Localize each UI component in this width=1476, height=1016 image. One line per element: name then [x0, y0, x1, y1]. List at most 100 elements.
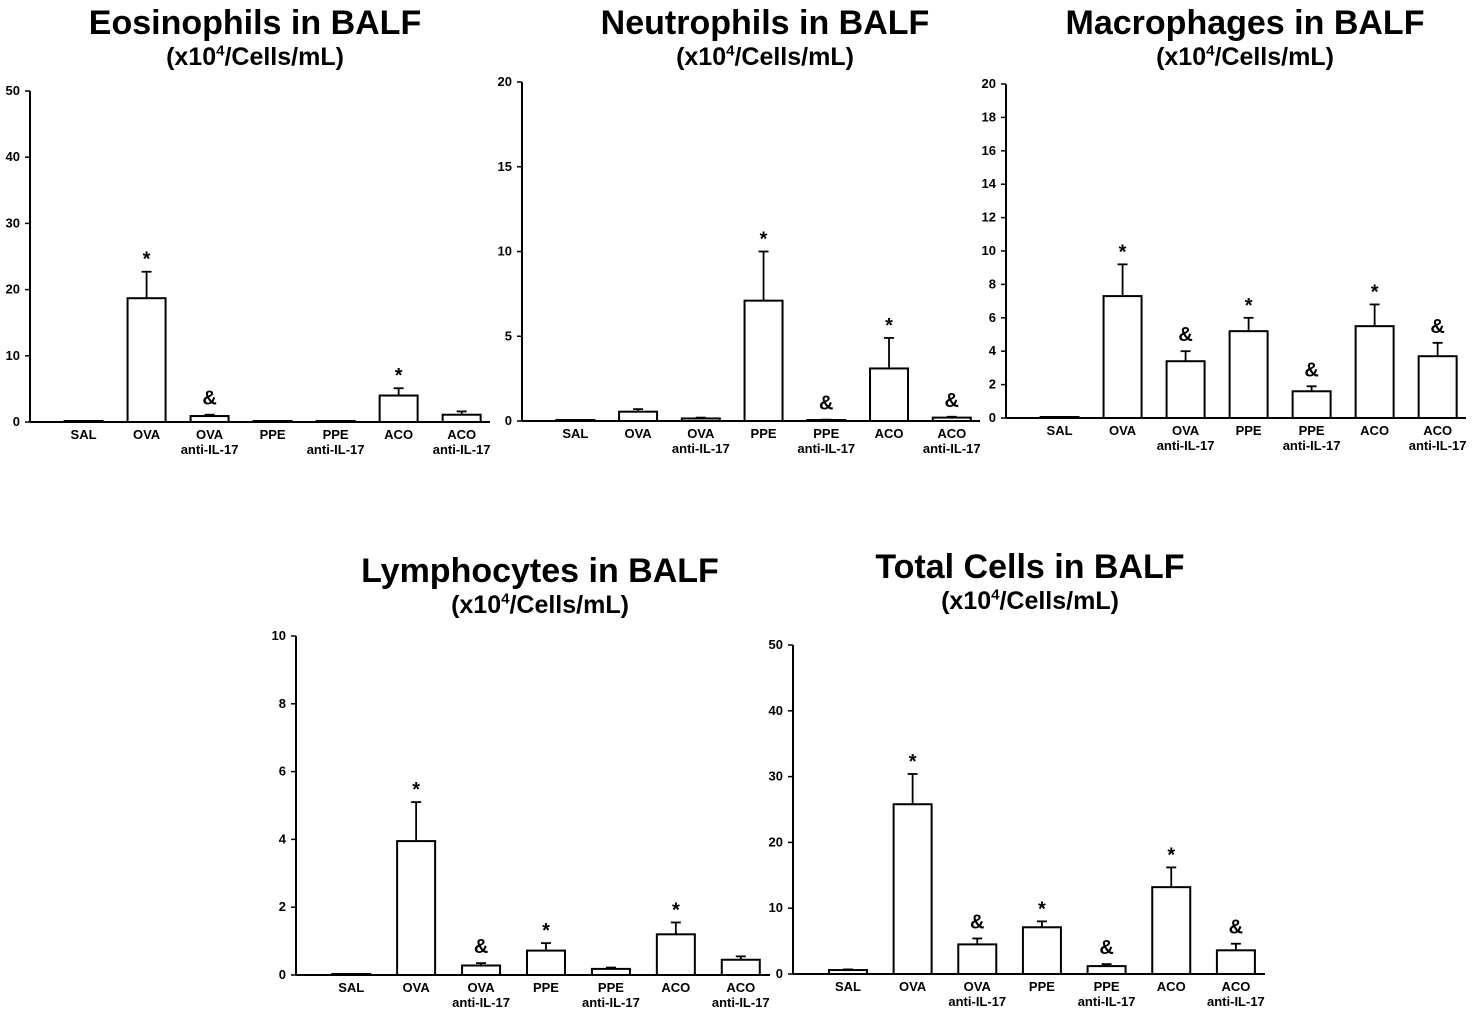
bar [957, 943, 998, 976]
bar [827, 969, 868, 976]
chart-subtitle: (x104/Cells/mL) [451, 590, 629, 619]
significance-ampersand: & [1430, 316, 1444, 338]
y-tick-label: 50 [6, 83, 20, 98]
category-label: ACO [937, 426, 966, 441]
category-label: anti-IL-17 [582, 995, 640, 1010]
category-label: ACO [1157, 979, 1186, 994]
bar [1102, 295, 1143, 419]
category-label: ACO [1221, 979, 1250, 994]
category-label: anti-IL-17 [1078, 994, 1136, 1009]
category-label: SAL [835, 979, 861, 994]
significance-asterisk: * [412, 779, 420, 801]
y-tick-label: 14 [982, 176, 997, 191]
y-tick-label: 16 [982, 143, 996, 158]
y-tick-label: 8 [989, 276, 996, 291]
significance-asterisk: * [395, 365, 403, 387]
category-label: anti-IL-17 [433, 442, 491, 457]
y-tick-label: 4 [989, 343, 997, 358]
y-tick-label: 30 [6, 215, 20, 230]
chart-subtitle: (x104/Cells/mL) [941, 586, 1119, 615]
bar [1354, 325, 1395, 419]
category-label: PPE [260, 427, 286, 442]
significance-ampersand: & [1099, 937, 1113, 959]
bar [252, 420, 293, 423]
category-label: PPE [533, 980, 559, 995]
y-tick-label: 20 [6, 282, 20, 297]
bar [1151, 886, 1192, 975]
category-label: OVA [1172, 423, 1200, 438]
chart-title: Neutrophils in BALF [600, 4, 930, 42]
bar [869, 367, 910, 422]
category-label: anti-IL-17 [923, 441, 981, 456]
category-label: OVA [624, 426, 652, 441]
y-tick-label: 10 [272, 628, 286, 643]
significance-ampersand: & [1304, 359, 1318, 381]
y-tick-label: 0 [13, 414, 20, 429]
bar [655, 933, 696, 977]
y-tick-label: 40 [6, 149, 20, 164]
y-tick-label: 20 [498, 74, 512, 89]
significance-ampersand: & [202, 388, 216, 410]
category-label: OVA [467, 980, 495, 995]
significance-ampersand: & [970, 911, 984, 933]
category-label: anti-IL-17 [712, 995, 770, 1010]
category-label: OVA [403, 980, 431, 995]
category-label: ACO [875, 426, 904, 441]
macrophages-chart: 02468101214161820SAL*OVA&OVAanti-IL-17*P… [982, 76, 1467, 453]
y-tick-label: 40 [769, 703, 783, 718]
category-label: ACO [726, 980, 755, 995]
category-label: OVA [687, 426, 715, 441]
y-tick-label: 4 [279, 831, 287, 846]
significance-asterisk: * [1038, 898, 1046, 920]
category-label: OVA [133, 427, 161, 442]
category-label: anti-IL-17 [452, 995, 510, 1010]
category-label: anti-IL-17 [181, 442, 239, 457]
significance-asterisk: * [909, 751, 917, 773]
category-label: SAL [338, 980, 364, 995]
category-label: anti-IL-17 [1207, 994, 1265, 1009]
category-label: PPE [323, 427, 349, 442]
category-label: PPE [751, 426, 777, 441]
y-tick-label: 8 [279, 696, 286, 711]
bar [892, 803, 933, 976]
category-label: OVA [1109, 423, 1137, 438]
significance-asterisk: * [542, 920, 550, 942]
significance-asterisk: * [1119, 241, 1127, 263]
significance-ampersand: & [945, 390, 959, 412]
y-tick-label: 5 [505, 328, 512, 343]
y-tick-label: 10 [769, 900, 783, 915]
y-tick-label: 2 [989, 377, 996, 392]
bar [525, 949, 566, 976]
y-tick-label: 0 [505, 413, 512, 428]
significance-asterisk: * [1245, 295, 1253, 317]
bar [63, 420, 104, 423]
bar [555, 419, 596, 422]
significance-ampersand: & [819, 393, 833, 415]
category-label: ACO [447, 427, 476, 442]
neutrophils-title-block: Neutrophils in BALF (x104/Cells/mL) [540, 4, 990, 72]
significance-asterisk: * [672, 899, 680, 921]
bar [331, 973, 372, 976]
significance-ampersand: & [474, 936, 488, 958]
category-label: SAL [1047, 423, 1073, 438]
y-tick-label: 0 [279, 967, 286, 982]
chart-title: Total Cells in BALF [875, 548, 1185, 586]
category-label: anti-IL-17 [948, 994, 1006, 1009]
category-label: SAL [562, 426, 588, 441]
y-tick-label: 50 [769, 637, 783, 652]
y-tick-label: 10 [982, 243, 996, 258]
y-tick-label: 20 [769, 834, 783, 849]
category-label: ACO [1360, 423, 1389, 438]
chart-title: Macrophages in BALF [1065, 4, 1425, 42]
significance-asterisk: * [1371, 281, 1379, 303]
eosinophils-title-block: Eosinophils in BALF (x104/Cells/mL) [30, 4, 480, 72]
y-tick-label: 20 [982, 76, 996, 91]
category-label: OVA [899, 979, 927, 994]
total-cells-title-block: Total Cells in BALF (x104/Cells/mL) [800, 548, 1260, 616]
chart-subtitle: (x104/Cells/mL) [166, 42, 344, 71]
category-label: PPE [1236, 423, 1262, 438]
category-label: OVA [196, 427, 224, 442]
